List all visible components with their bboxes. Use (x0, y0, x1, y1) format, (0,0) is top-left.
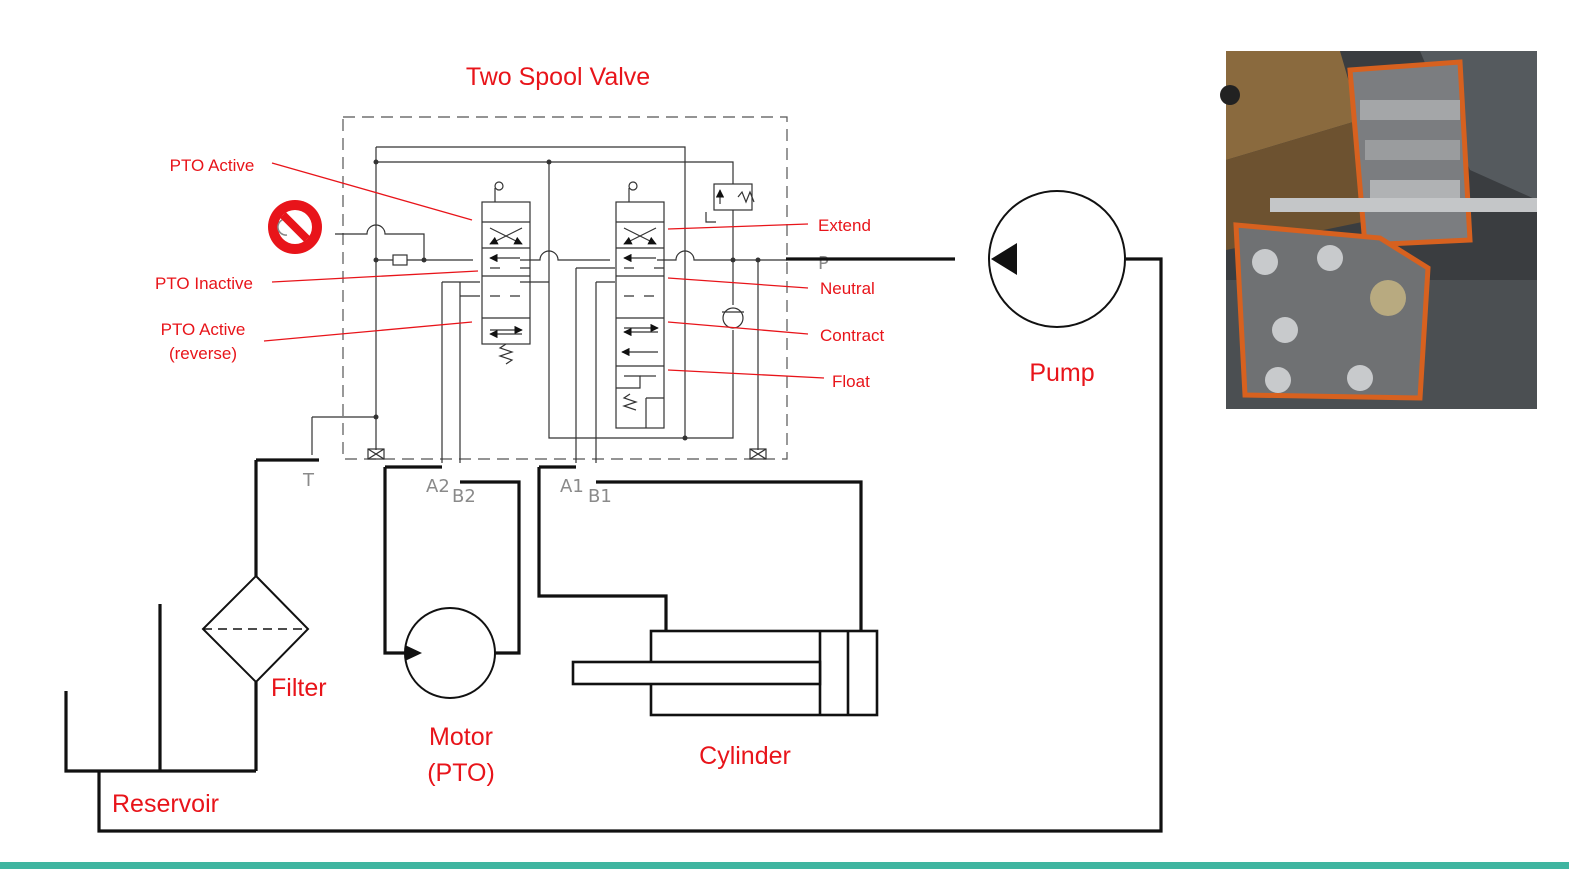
callout-pto-active: PTO Active (170, 156, 255, 175)
port-b1-label: B1 (588, 486, 612, 507)
callout-pto-active-reverse: PTO Active (161, 320, 246, 339)
reservoir-symbol (64, 604, 256, 773)
external-piping (97, 257, 1163, 833)
pto-spool (481, 181, 531, 365)
callout-extend: Extend (818, 216, 871, 235)
motor-label: Motor (429, 723, 493, 751)
filter-symbol (201, 574, 310, 684)
bottom-accent-bar (0, 862, 1569, 869)
no-symbol-icon (268, 200, 322, 254)
callout-leaders (263, 162, 825, 379)
gearbox-photo (1220, 51, 1537, 409)
port-t-label: T (302, 470, 315, 491)
cylinder-label: Cylinder (699, 742, 791, 770)
port-a1-label: A1 (560, 476, 584, 497)
callout-pto-inactive: PTO Inactive (155, 274, 253, 293)
reservoir-label: Reservoir (112, 790, 219, 818)
valve-internal-lines (311, 146, 787, 463)
callout-float: Float (832, 372, 870, 391)
relief-valve-symbol (705, 183, 755, 223)
callout-neutral: Neutral (820, 279, 875, 298)
filter-label: Filter (271, 674, 327, 702)
pump-label: Pump (1029, 359, 1094, 387)
cylinder-spool (615, 181, 665, 429)
callout-contract: Contract (820, 326, 885, 345)
valve-envelope (342, 116, 788, 460)
port-b2-label: B2 (452, 486, 476, 507)
motor-symbol (404, 607, 496, 699)
motor-pto-label: (PTO) (427, 759, 495, 787)
port-a2-label: A2 (426, 476, 450, 497)
diagram-title: Two Spool Valve (466, 63, 650, 91)
cylinder-symbol (571, 629, 879, 717)
port-p-label: P (818, 253, 829, 274)
pump-symbol (988, 190, 1126, 328)
callout-reverse-note: (reverse) (169, 344, 237, 363)
